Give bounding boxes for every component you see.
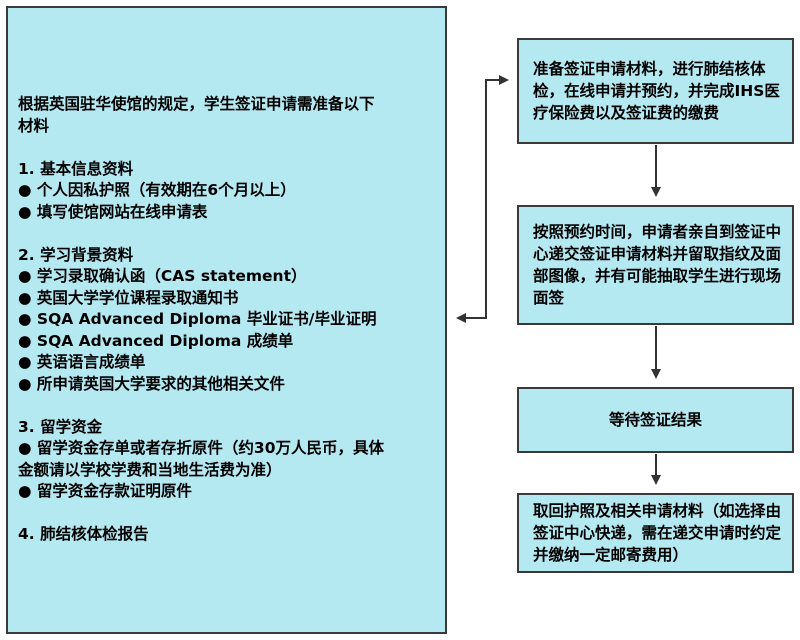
step-text: 按照预约时间，申请者亲自到签证中心递交签证申请材料并留取指纹及面部图像，并有可能… (533, 223, 782, 307)
list-item: ● SQA Advanced Diploma 成绩单 (18, 331, 294, 350)
bidirectional-connector (456, 79, 488, 323)
step-prepare-application: 准备签证申请材料，进行肺结核体检，在线申请并预约，并完成IHS医疗保险费以及签证… (517, 38, 794, 144)
requirements-intro-line-1: 根据英国驻华使馆的规定，学生签证申请需准备以下 (18, 95, 375, 113)
step-text: 取回护照及相关申请材料（如选择由签证中心快递，需在递交申请时约定并缴纳一定邮寄费… (533, 502, 782, 564)
list-item: ● 个人因私护照（有效期在6个月以上） (18, 181, 296, 199)
list-item: ● SQA Advanced Diploma 毕业证书/毕业证明 (18, 310, 377, 328)
section-heading-basic-info: 1. 基本信息资料 (18, 159, 134, 178)
section-heading-tb-report: 4. 肺结核体检报告 (18, 525, 149, 543)
step-submit-at-visa-centre: 按照预约时间，申请者亲自到签证中心递交签证申请材料并留取指纹及面部图像，并有可能… (517, 205, 794, 325)
list-item: ● 留学资金存单或者存折原件（约30万人民币，具体 (18, 439, 384, 457)
section-heading-funds: 3. 留学资金 (18, 417, 103, 436)
list-item: ● 所申请英国大学要求的其他相关文件 (18, 374, 285, 393)
requirements-box: 根据英国驻华使馆的规定，学生签证申请需准备以下 材料 1. 基本信息资料 ● 个… (6, 6, 447, 634)
step-text: 等待签证结果 (608, 411, 702, 429)
list-item: ● 学习录取确认函（CAS statement） (18, 267, 307, 285)
step-text: 准备签证申请材料，进行肺结核体检，在线申请并预约，并完成IHS医疗保险费以及签证… (533, 60, 780, 122)
list-item: ● 英国大学学位课程录取通知书 (18, 288, 239, 307)
list-item: ● 英语语言成绩单 (18, 353, 146, 371)
step-await-result: 等待签证结果 (517, 387, 794, 453)
list-item: ● 填写使馆网站在线申请表 (18, 202, 208, 221)
step-collect-passport: 取回护照及相关申请材料（如选择由签证中心快递，需在递交申请时约定并缴纳一定邮寄费… (517, 493, 794, 573)
requirements-intro-line-2: 材料 (18, 116, 50, 135)
section-heading-study-background: 2. 学习背景资料 (18, 245, 134, 264)
list-item: ● 留学资金存款证明原件 (18, 482, 192, 500)
list-item-continuation: 金额请以学校学费和当地生活费为准） (18, 460, 282, 479)
